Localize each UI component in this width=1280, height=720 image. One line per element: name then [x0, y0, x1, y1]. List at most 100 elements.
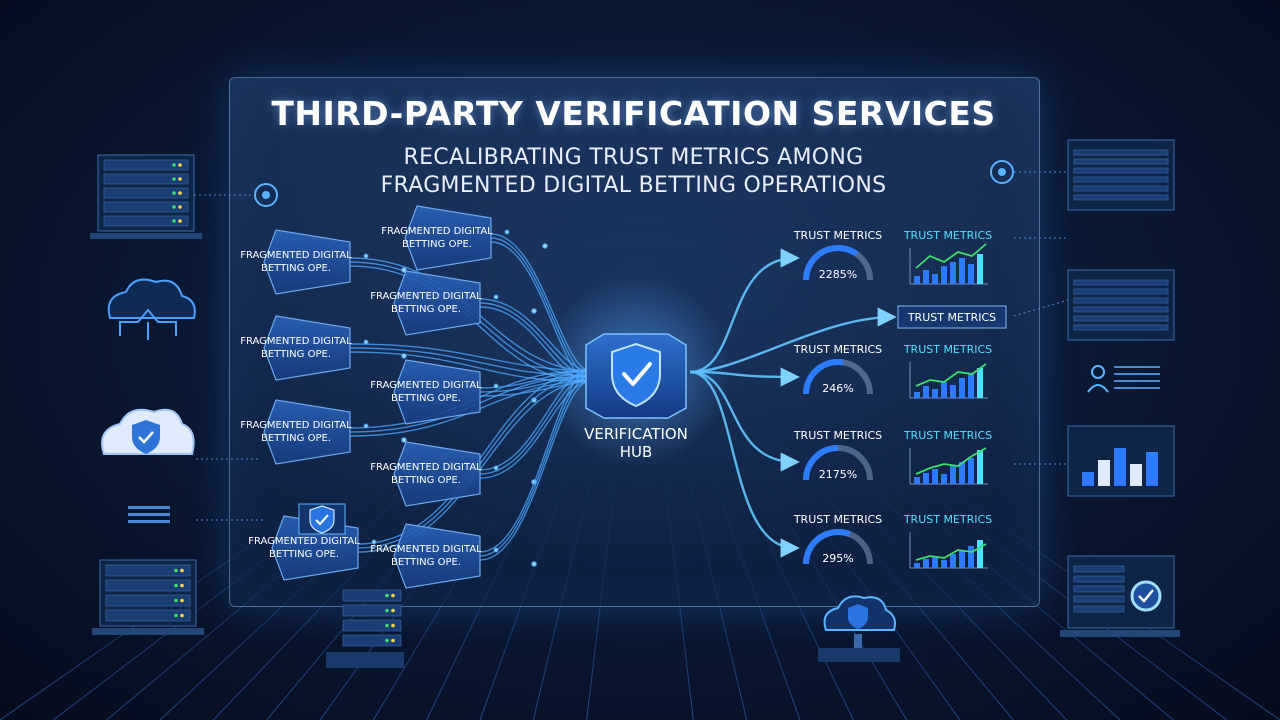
mini-bar [959, 258, 965, 284]
mini-trend-line [915, 543, 987, 561]
mini-trend-line [915, 447, 987, 475]
target-icon [254, 183, 278, 207]
source-label-line1: FRAGMENTED DIGITAL [240, 420, 352, 431]
mini-bar [923, 270, 929, 284]
mini-bar [977, 450, 983, 484]
source-label-line1: FRAGMENTED DIGITAL [381, 226, 493, 237]
source-label-line2: BETTING OPE. [261, 349, 331, 360]
server-rack-top-left [90, 154, 202, 239]
shield-check-icon [611, 342, 661, 408]
source-node-4[interactable]: FRAGMENTED DIGITAL BETTING OPE. [240, 315, 352, 381]
source-node-7[interactable]: FRAGMENTED DIGITAL BETTING OPE. [370, 441, 482, 507]
chart-label: TRUST METRICS [903, 429, 992, 442]
mini-bar [959, 378, 965, 398]
mini-bar [923, 559, 929, 568]
source-node-3[interactable]: FRAGMENTED DIGITAL BETTING OPE. [370, 270, 482, 336]
mini-bar [977, 368, 983, 398]
mini-bar [932, 556, 938, 568]
page-subtitle-line1: RECALIBRATING TRUST METRICS AMONG [403, 145, 864, 170]
mini-bar [941, 474, 947, 484]
mini-bar [959, 462, 965, 484]
mini-bar [941, 266, 947, 284]
trust-output-2[interactable]: TRUST METRICS 246% TRUST METRICS [793, 343, 992, 399]
laptop-bottom-right [1060, 555, 1180, 637]
page-subtitle-line2: FRAGMENTED DIGITAL BETTING OPERATIONS [380, 173, 887, 198]
mini-trend-line [915, 363, 987, 387]
trust-banner[interactable]: TRUST METRICS [897, 305, 1007, 329]
source-label-line1: FRAGMENTED DIGITAL [370, 291, 482, 302]
source-label-line2: BETTING OPE. [391, 475, 461, 486]
source-label-line1: FRAGMENTED DIGITAL [248, 536, 360, 547]
mini-bar [914, 563, 920, 568]
mini-bar [977, 540, 983, 568]
verification-hub[interactable]: VERIFICATION HUB [541, 277, 731, 467]
mini-bar [968, 458, 974, 484]
gauge-label: TRUST METRICS [793, 429, 882, 442]
mini-bar [941, 560, 947, 568]
gauge-label: TRUST METRICS [793, 343, 882, 356]
mini-bar [968, 546, 974, 568]
gauge-label: TRUST METRICS [793, 229, 882, 242]
monitor-top-right [1067, 139, 1175, 211]
gauge-fill [803, 245, 859, 281]
mini-bar [950, 466, 956, 484]
chart-label: TRUST METRICS [903, 343, 992, 356]
gauge-value: 246% [822, 382, 853, 395]
source-label-line1: FRAGMENTED DIGITAL [370, 380, 482, 391]
source-node-1[interactable]: FRAGMENTED DIGITAL BETTING OPE. [381, 205, 493, 271]
source-label-line2: BETTING OPE. [269, 549, 339, 560]
mini-bar [932, 274, 938, 284]
trust-banner-label: TRUST METRICS [907, 311, 996, 324]
mini-bar [968, 374, 974, 398]
source-label-line1: FRAGMENTED DIGITAL [240, 336, 352, 347]
mini-bar [950, 554, 956, 568]
source-node-9[interactable]: FRAGMENTED DIGITAL BETTING OPE. [370, 523, 482, 589]
hub-label-line2: HUB [620, 443, 653, 461]
target-icon-right [990, 160, 1014, 184]
page-title: THIRD-PARTY VERIFICATION SERVICES [271, 94, 996, 133]
chart-label: TRUST METRICS [903, 229, 992, 242]
chart-label: TRUST METRICS [903, 513, 992, 526]
source-label-line2: BETTING OPE. [402, 239, 472, 250]
cloud-shield-bottom-icon [818, 595, 900, 662]
gauge-value: 2285% [819, 268, 857, 281]
gauge-label: TRUST METRICS [793, 513, 882, 526]
source-label-line1: FRAGMENTED DIGITAL [370, 544, 482, 555]
mini-bar [932, 389, 938, 398]
gauge-value: 2175% [819, 468, 857, 481]
source-label-line2: BETTING OPE. [261, 263, 331, 274]
mini-bar [959, 550, 965, 568]
data-lines-icon [128, 506, 170, 523]
hub-label-line1: VERIFICATION [584, 425, 688, 443]
source-label-line2: BETTING OPE. [391, 557, 461, 568]
source-node-5[interactable]: FRAGMENTED DIGITAL BETTING OPE. [370, 359, 482, 425]
server-rack-bottom [326, 589, 404, 668]
source-label-line2: BETTING OPE. [391, 304, 461, 315]
trust-output-1[interactable]: TRUST METRICS 2285% TRUST METRICS [793, 229, 992, 285]
mini-bar [941, 382, 947, 398]
source-label-line1: FRAGMENTED DIGITAL [370, 462, 482, 473]
monitor-mid-right [1067, 269, 1175, 341]
source-label-line2: BETTING OPE. [391, 393, 461, 404]
bar-chart-monitor [1067, 425, 1175, 497]
gauge-fill [803, 359, 844, 395]
trust-output-3[interactable]: TRUST METRICS 2175% TRUST METRICS [793, 429, 992, 485]
mini-bar [932, 469, 938, 484]
source-label-line2: BETTING OPE. [261, 433, 331, 444]
mini-bar [914, 392, 920, 398]
mini-bar [923, 473, 929, 484]
mini-bar [923, 386, 929, 398]
shield-badge-icon [298, 503, 346, 535]
mini-trend-line [915, 243, 987, 269]
mini-bar [914, 477, 920, 484]
mini-bar [968, 264, 974, 284]
mini-bar [950, 385, 956, 398]
gauge-fill [803, 445, 839, 481]
mini-bar [977, 254, 983, 284]
mini-bar [950, 262, 956, 284]
mini-bar [914, 276, 920, 284]
source-node-6[interactable]: FRAGMENTED DIGITAL BETTING OPE. [240, 399, 352, 465]
